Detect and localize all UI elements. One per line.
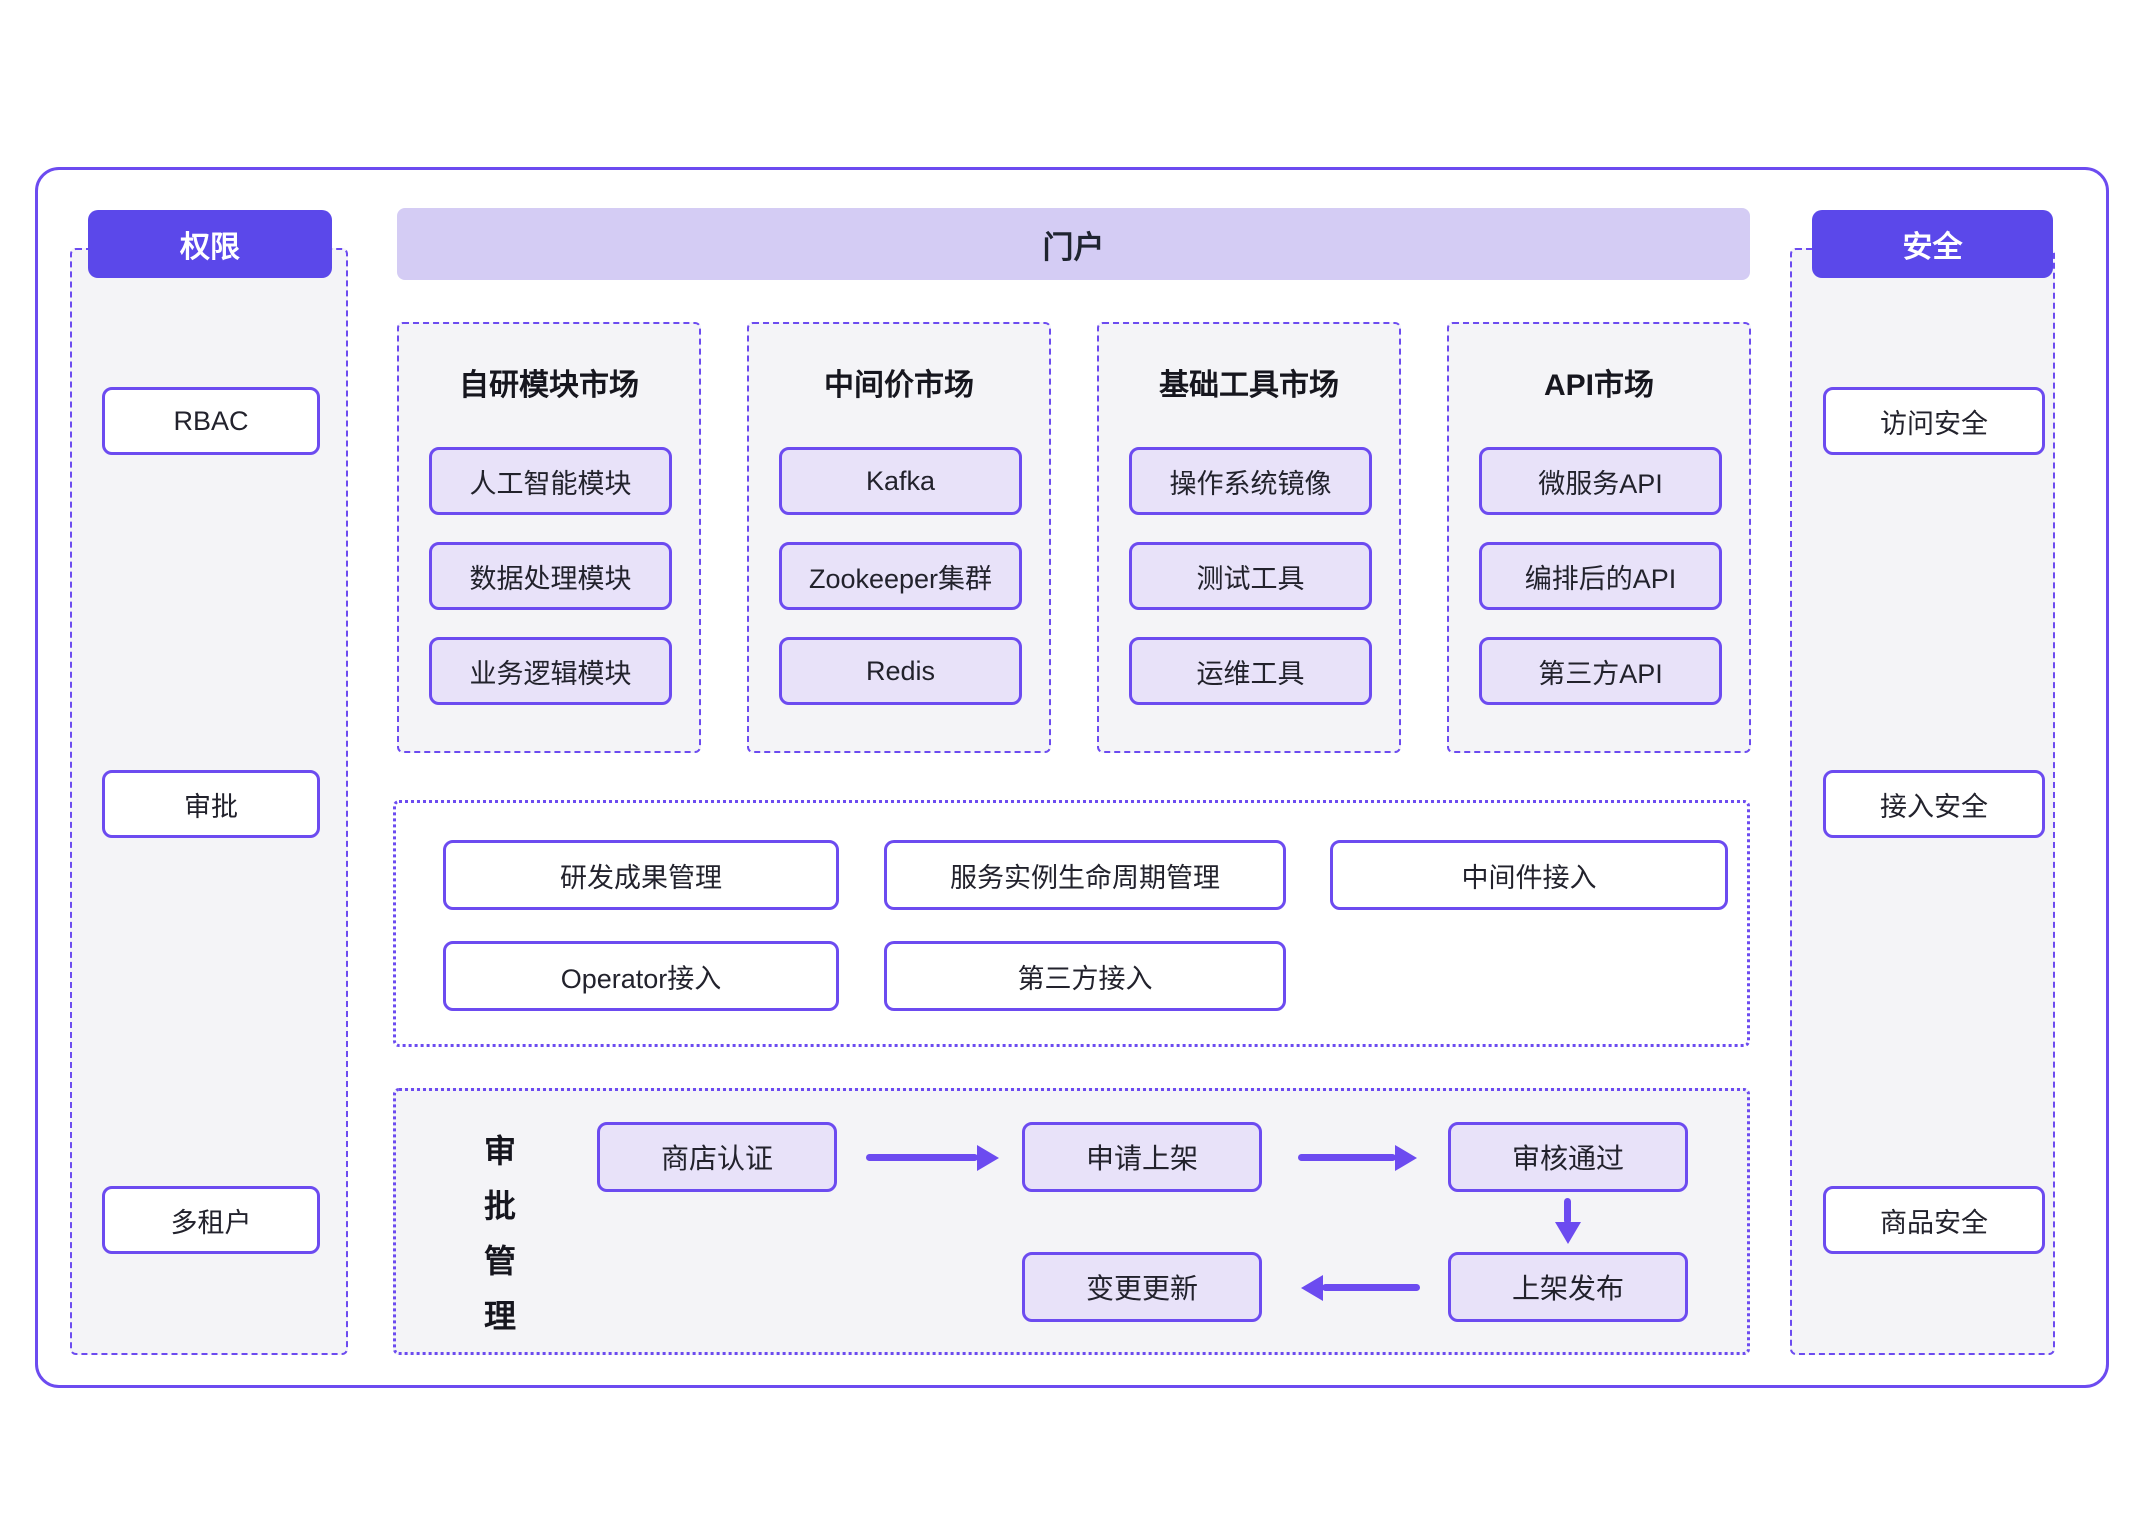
market-item: Redis (779, 637, 1022, 705)
market-item-label: 数据处理模块 (469, 563, 632, 594)
approval-flow-label: 审 批 管 理 (480, 1133, 520, 1334)
flow-step-review-pass: 审核通过 (1448, 1122, 1688, 1192)
management-box-label: 第三方接入 (1017, 963, 1153, 994)
management-box-operator-access: Operator接入 (443, 941, 839, 1011)
market-item-label: 微服务API (1538, 468, 1663, 499)
market-item-label: 人工智能模块 (469, 468, 632, 499)
portal-header-label: 门户 (1042, 229, 1105, 265)
permissions-item-multitenant: 多租户 (102, 1186, 320, 1254)
approval-flow-label-char: 理 (483, 1298, 516, 1334)
market-item-label: 业务逻辑模块 (469, 658, 632, 689)
management-box-label: Operator接入 (560, 963, 722, 994)
market-title: 基础工具市场 (1159, 369, 1339, 402)
market-item: 操作系统镜像 (1129, 447, 1372, 515)
management-box-lifecycle: 服务实例生命周期管理 (884, 840, 1286, 910)
security-item-integration: 接入安全 (1823, 770, 2045, 838)
management-box-label: 中间件接入 (1461, 862, 1597, 893)
permissions-item-rbac: RBAC (102, 387, 320, 455)
market-item-label: 测试工具 (1196, 563, 1305, 594)
security-item-access: 访问安全 (1823, 387, 2045, 455)
market-item-label: Redis (865, 655, 936, 686)
market-title: API市场 (1543, 369, 1654, 402)
market-item: 微服务API (1479, 447, 1722, 515)
management-box-label: 服务实例生命周期管理 (950, 862, 1220, 893)
flow-step-label: 审核通过 (1511, 1143, 1624, 1174)
market-column-api: API市场 微服务API 编排后的API 第三方API (1447, 322, 1751, 753)
approval-flow-label-char: 审 (483, 1133, 516, 1169)
market-item: 人工智能模块 (429, 447, 672, 515)
market-item: 编排后的API (1479, 542, 1722, 610)
permissions-item-label: RBAC (173, 405, 249, 436)
flow-step-label: 上架发布 (1511, 1273, 1624, 1304)
market-column-middleware: 中间价市场 Kafka Zookeeper集群 Redis (747, 322, 1051, 753)
management-box-thirdparty-access: 第三方接入 (884, 941, 1286, 1011)
flow-step-store-cert: 商店认证 (597, 1122, 837, 1192)
security-item-label: 接入安全 (1880, 791, 1988, 822)
market-item: 业务逻辑模块 (429, 637, 672, 705)
permissions-header: 权限 (88, 210, 332, 278)
approval-flow-label-char: 管 (483, 1243, 516, 1279)
arrow-store-to-apply (866, 1154, 978, 1161)
permissions-item-label: 多租户 (170, 1207, 252, 1238)
flow-step-apply-listing: 申请上架 (1022, 1122, 1262, 1192)
security-item-label: 商品安全 (1880, 1207, 1988, 1238)
market-item: Zookeeper集群 (779, 542, 1022, 610)
arrow-apply-to-review (1298, 1154, 1396, 1161)
permissions-header-label: 权限 (180, 231, 240, 264)
management-box-label: 研发成果管理 (560, 862, 722, 893)
market-item: 测试工具 (1129, 542, 1372, 610)
management-box-rd-results: 研发成果管理 (443, 840, 839, 910)
market-title: 自研模块市场 (459, 369, 639, 402)
market-item-label: 编排后的API (1524, 563, 1677, 594)
flow-step-change-update: 变更更新 (1022, 1252, 1262, 1322)
market-title: 中间价市场 (824, 369, 974, 402)
management-box-middleware-access: 中间件接入 (1330, 840, 1728, 910)
arrow-publish-to-change (1322, 1284, 1420, 1291)
portal-header: 门户 (397, 208, 1750, 280)
security-header-label: 安全 (1902, 231, 1963, 264)
permissions-item-label: 审批 (184, 791, 238, 822)
market-item-label: 操作系统镜像 (1169, 468, 1332, 499)
market-item: 运维工具 (1129, 637, 1372, 705)
approval-flow-label-char: 批 (483, 1188, 516, 1224)
market-item-label: 运维工具 (1196, 658, 1305, 689)
market-item: Kafka (779, 447, 1022, 515)
market-item: 数据处理模块 (429, 542, 672, 610)
flow-step-label: 申请上架 (1085, 1143, 1198, 1174)
market-item-label: 第三方API (1538, 658, 1663, 689)
arrow-review-to-publish (1564, 1198, 1571, 1224)
market-item-label: Kafka (865, 465, 936, 496)
security-item-label: 访问安全 (1880, 408, 1988, 439)
security-header: 安全 (1812, 210, 2053, 278)
flow-step-label: 商店认证 (660, 1143, 773, 1174)
permissions-item-approval: 审批 (102, 770, 320, 838)
flow-step-publish: 上架发布 (1448, 1252, 1688, 1322)
market-item: 第三方API (1479, 637, 1722, 705)
management-panel: 研发成果管理 服务实例生命周期管理 中间件接入 Operator接入 第三方接入 (393, 800, 1750, 1047)
security-item-goods: 商品安全 (1823, 1186, 2045, 1254)
market-column-modules: 自研模块市场 人工智能模块 数据处理模块 业务逻辑模块 (397, 322, 701, 753)
market-column-tools: 基础工具市场 操作系统镜像 测试工具 运维工具 (1097, 322, 1401, 753)
market-item-label: Zookeeper集群 (808, 563, 993, 594)
flow-step-label: 变更更新 (1085, 1273, 1198, 1304)
